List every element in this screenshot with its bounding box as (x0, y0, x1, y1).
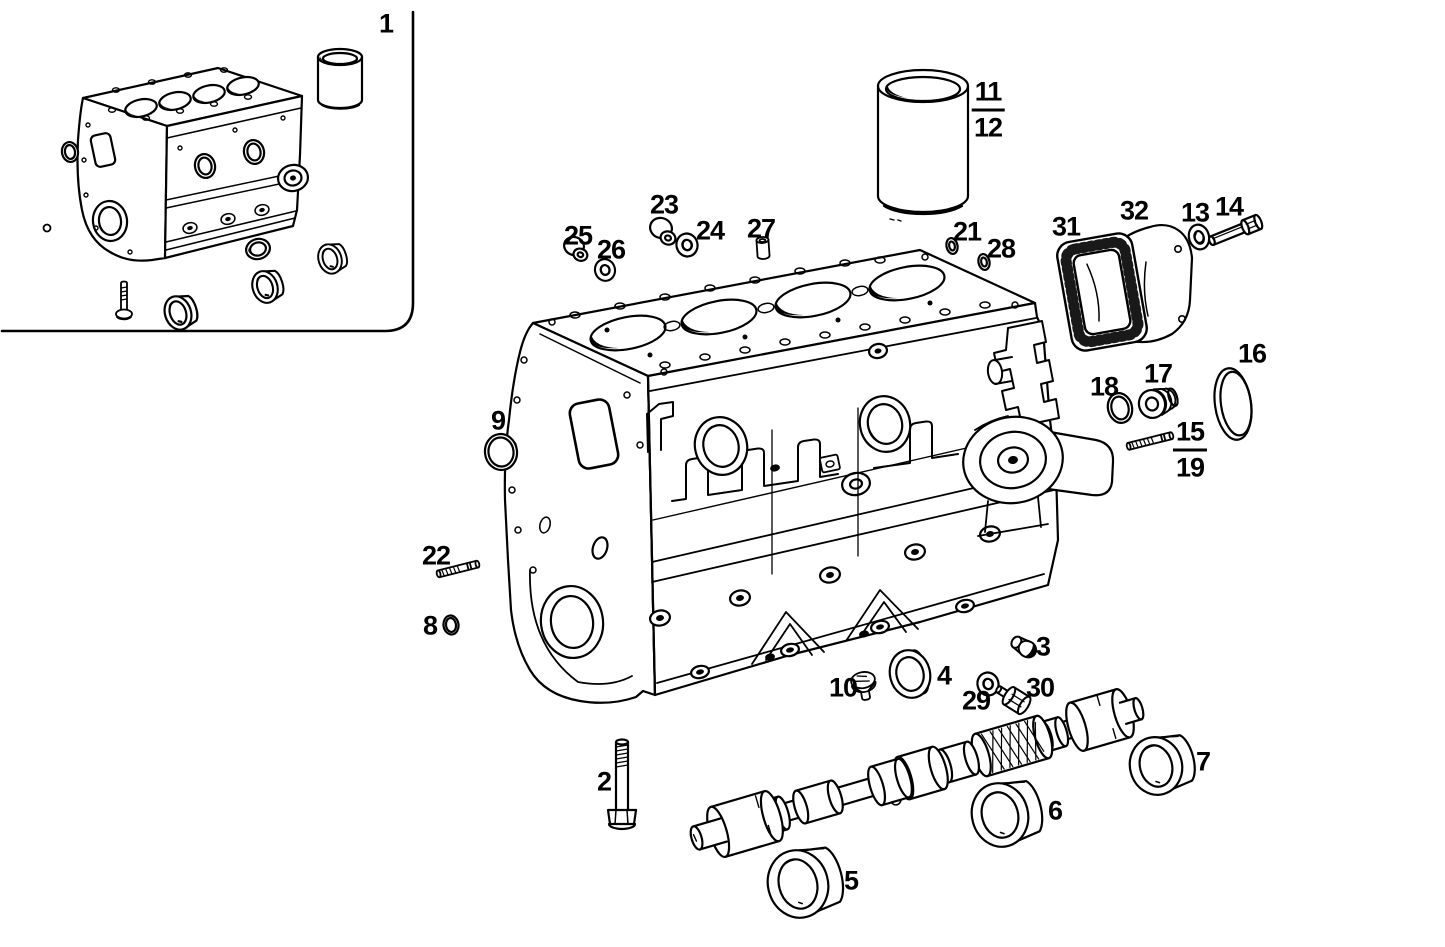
dowel-27 (755, 236, 771, 260)
stud-22 (435, 559, 481, 579)
cup-plug-16 (1213, 367, 1253, 441)
front-pad (819, 453, 841, 474)
screw-plug-23 (649, 216, 677, 246)
camshaft-front-journal (706, 789, 784, 859)
inset-short-block (76, 66, 310, 262)
bolt-2 (606, 738, 638, 831)
stud-15-19 (1125, 431, 1175, 451)
o-ring-18 (1106, 392, 1134, 424)
inset-mount-boss (276, 163, 310, 193)
bolt-14 (1207, 213, 1264, 247)
deck-edge-boss (867, 342, 889, 360)
inset-bolt (115, 280, 133, 321)
camshaft-bushing-rear (1128, 734, 1196, 796)
engine-block (503, 248, 1115, 704)
washer-26 (591, 255, 619, 285)
inset-cylinder-liner (316, 47, 364, 110)
camshaft-drive-gear (970, 714, 1054, 778)
o-ring-9 (483, 432, 519, 472)
cylinder-liner (876, 68, 970, 222)
camshaft-bushing-front (766, 846, 845, 919)
camshaft-rear-journal (1065, 688, 1145, 752)
side-cover-gasket (1056, 232, 1148, 352)
sealing-ring-21 (945, 236, 959, 256)
flywheel-opening (539, 584, 605, 660)
plug-10 (850, 671, 877, 701)
camshaft-front-stub (689, 817, 728, 851)
engine-mount-boss (962, 415, 1115, 537)
washer-13 (1187, 223, 1211, 251)
screw-plug-25 (563, 235, 589, 262)
o-ring-8 (442, 614, 460, 636)
seal-ring-4 (888, 649, 932, 699)
cam-plug-bore-rear (858, 395, 912, 453)
inset-sealing-ring-left (60, 140, 80, 164)
cam-lobe (792, 779, 844, 825)
lifting-bracket (986, 320, 1060, 427)
plug-3 (1010, 635, 1038, 659)
camshaft-bushing-center (970, 779, 1044, 848)
corner-tappet-boss (646, 401, 674, 453)
washer-24 (672, 230, 702, 260)
screw-plug-17 (1137, 387, 1179, 420)
inset-flywheel-opening (91, 199, 129, 243)
sealing-ring-28 (977, 252, 991, 272)
inset-small-plug (42, 223, 52, 233)
inset-panel-border (0, 10, 415, 333)
cam-plug-bore-front (693, 416, 749, 476)
camshaft (689, 688, 1145, 859)
inset-panel (0, 10, 415, 335)
inset-cam-plug-holes (193, 138, 266, 180)
inset-sealing-ring-right (245, 237, 271, 261)
screw-plug-30 (995, 685, 1032, 716)
deck-gasket-holes (548, 253, 1019, 376)
